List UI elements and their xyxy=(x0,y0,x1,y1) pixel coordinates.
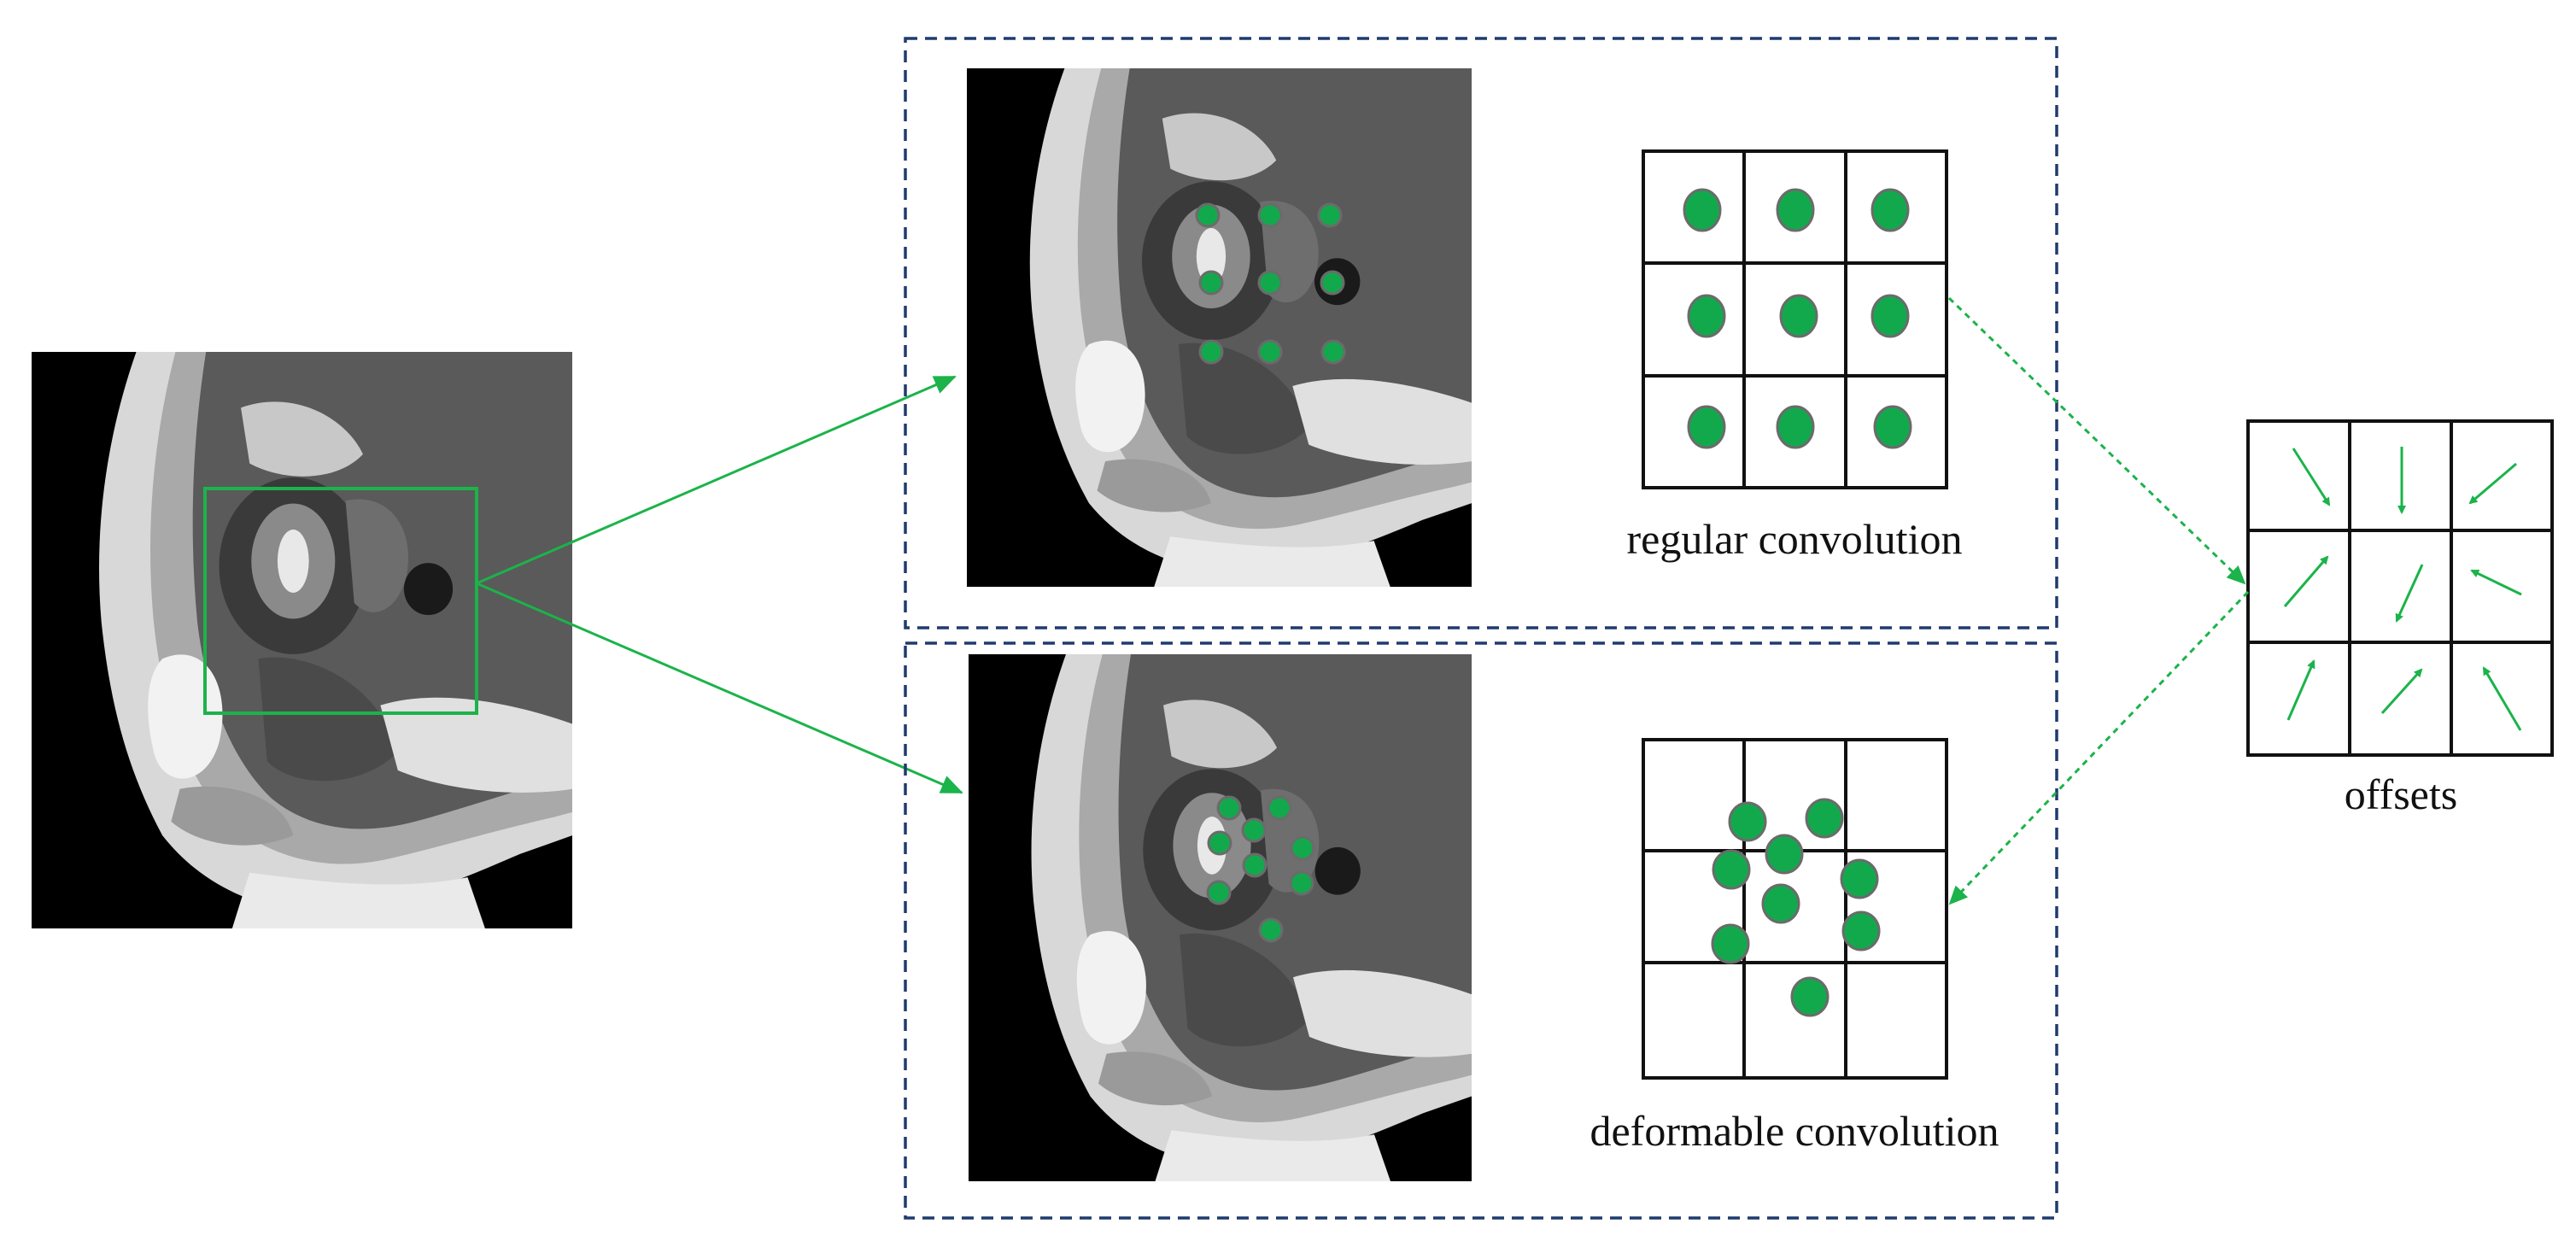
sampling-point xyxy=(1320,270,1345,296)
source-mri-image xyxy=(32,352,572,928)
deformable-sampling-points xyxy=(1206,795,1315,943)
sampling-point xyxy=(1242,852,1268,878)
offset-arrow-icon xyxy=(2482,666,2522,731)
kernel-point xyxy=(1776,405,1815,449)
kernel-point xyxy=(1761,883,1800,924)
kernel-point xyxy=(1687,294,1726,338)
regular-convolution-panel: regular convolution xyxy=(904,37,2058,629)
sampling-point xyxy=(1206,880,1232,905)
regular-kernel-grid xyxy=(1642,149,1948,489)
offsets-label: offsets xyxy=(2345,770,2457,818)
sampling-point xyxy=(1195,202,1221,228)
panel-border xyxy=(904,37,2058,629)
kernel-point xyxy=(1805,798,1844,839)
offset-arrow-icon xyxy=(2286,659,2315,721)
sampling-point xyxy=(1267,795,1292,821)
green-arrow-icon xyxy=(476,375,957,585)
offset-arrow-icon xyxy=(2380,668,2423,715)
kernel-point xyxy=(1871,294,1910,338)
regular-sampling-points xyxy=(1195,202,1346,365)
kernel-point xyxy=(1871,188,1910,232)
sampling-point xyxy=(1320,339,1346,365)
offset-arrow-icon xyxy=(2470,569,2522,596)
kernel-point xyxy=(1765,834,1804,875)
regular-kernel-points xyxy=(1683,188,1912,449)
kernel-point xyxy=(1687,405,1726,449)
green-arrow-icon xyxy=(476,582,963,794)
kernel-point xyxy=(1728,801,1767,842)
region-of-interest-box xyxy=(203,487,478,715)
sampling-point xyxy=(1257,270,1283,296)
offset-arrow-icon xyxy=(2395,564,2424,623)
offset-arrow-icon xyxy=(2283,555,2329,607)
sampling-point xyxy=(1258,917,1284,943)
sampling-point xyxy=(1290,835,1315,861)
offsets-grid xyxy=(2246,419,2554,757)
kernel-point xyxy=(1712,849,1751,890)
green-arrow-icon xyxy=(1948,590,2250,905)
kernel-point xyxy=(1840,858,1879,899)
mri-sagittal-slice-icon xyxy=(967,68,1472,587)
sampling-point xyxy=(1289,870,1314,896)
green-arrow-icon xyxy=(1947,296,2246,585)
sampling-point xyxy=(1257,339,1283,365)
panel-border xyxy=(904,641,2058,1220)
kernel-point xyxy=(1790,976,1830,1017)
sampling-point xyxy=(1198,270,1224,296)
offset-arrow-icon xyxy=(2292,448,2331,506)
kernel-point xyxy=(1683,188,1722,232)
offset-arrow-icon xyxy=(2468,462,2517,505)
kernel-point xyxy=(1873,405,1912,449)
deformable-kernel-points xyxy=(1711,798,1881,1017)
sampling-point xyxy=(1241,817,1267,843)
sampling-point xyxy=(1198,339,1224,365)
kernel-point xyxy=(1841,910,1881,951)
sampling-point xyxy=(1317,202,1343,228)
sampling-point xyxy=(1207,830,1232,856)
kernel-point xyxy=(1776,188,1815,232)
kernel-point xyxy=(1711,923,1750,964)
offset-vectors xyxy=(2283,447,2522,731)
kernel-point xyxy=(1779,294,1818,338)
deformable-convolution-label: deformable convolution xyxy=(1590,1107,1999,1155)
sampling-point xyxy=(1257,202,1283,228)
deformable-convolution-panel: deformable convolution xyxy=(904,641,2058,1220)
mri-sagittal-slice-icon xyxy=(969,654,1472,1181)
mri-sagittal-slice-icon xyxy=(32,352,572,928)
regular-convolution-label: regular convolution xyxy=(1627,515,1963,563)
sampling-point xyxy=(1216,795,1242,821)
